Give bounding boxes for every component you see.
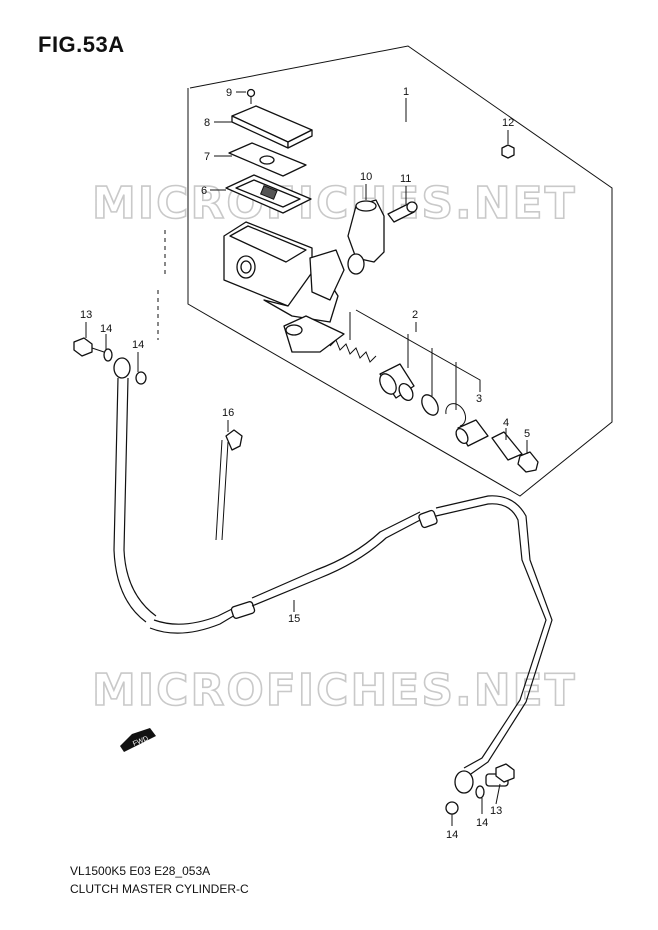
master-cylinder-body [223, 221, 345, 353]
forward-arrow-icon: FWD [120, 728, 156, 752]
banjo-bolt-part-13-left [73, 337, 105, 357]
callout-7: 7 [204, 151, 210, 163]
callout-10: 10 [360, 171, 372, 183]
callout-14-left-a: 14 [100, 323, 112, 335]
screw-part-9 [246, 88, 256, 104]
figure-code: VL1500K5 E03 E28_053A [70, 864, 211, 878]
watermark-top: MICROFICHES.NET [92, 178, 577, 229]
nut-part-12 [501, 144, 515, 159]
callout-15: 15 [288, 613, 300, 625]
push-rod-part-4 [491, 431, 523, 461]
callout-11: 11 [400, 173, 411, 185]
washer-part-14-right-b [475, 785, 485, 799]
callout-2: 2 [412, 309, 418, 321]
washer-part-14-left-a [103, 348, 113, 362]
clip-part-16 [215, 429, 243, 541]
cup-seal [421, 394, 439, 416]
reservoir-cap-part-8 [231, 105, 313, 149]
callout-3: 3 [476, 393, 482, 405]
piston-part-2 [379, 363, 415, 402]
bolt-part-11 [387, 201, 418, 223]
figure-title: FIG.53A [38, 32, 125, 57]
leader-lines [85, 91, 528, 826]
watermark-bottom: MICROFICHES.NET [92, 665, 577, 716]
clutch-hose-part-15 [113, 357, 553, 794]
banjo-bolt-part-13-right [495, 763, 515, 783]
callout-14-right-a: 14 [446, 829, 458, 841]
callout-12: 12 [502, 117, 514, 129]
washer-part-14-left-b [135, 371, 147, 385]
diaphragm-part-6 [225, 174, 312, 214]
figure-name: CLUTCH MASTER CYLINDER-C [70, 882, 249, 896]
snap-ring [445, 403, 467, 427]
callout-13-right: 13 [490, 805, 502, 817]
cap-plate-part-7 [228, 142, 307, 177]
callout-16: 16 [222, 407, 234, 419]
spring [329, 339, 377, 363]
callout-14-left-b: 14 [132, 339, 144, 351]
boot-part-3 [455, 419, 489, 447]
callout-8: 8 [204, 117, 210, 129]
washer-part-14-right-a [445, 801, 459, 815]
callout-14-right-b: 14 [476, 817, 488, 829]
callout-6: 6 [201, 185, 207, 197]
callout-4: 4 [503, 417, 509, 429]
clamp-part-10 [347, 199, 385, 275]
assembly-frame [187, 45, 613, 497]
callout-13-left: 13 [80, 309, 92, 321]
callout-1: 1 [403, 86, 409, 98]
nut-part-5 [517, 451, 539, 473]
callout-5: 5 [524, 428, 530, 440]
callout-9: 9 [226, 87, 232, 99]
